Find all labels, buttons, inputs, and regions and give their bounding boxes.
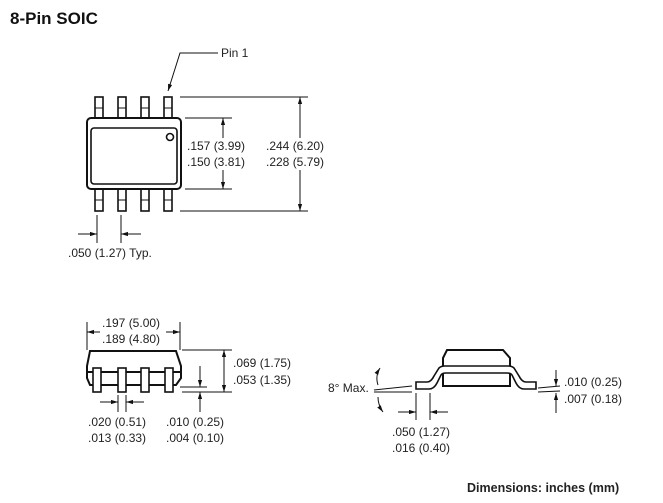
overall-width-min: .228 (5.79) bbox=[266, 155, 324, 169]
length-max: .197 (5.00) bbox=[102, 316, 160, 330]
lead-width-min: .013 (0.33) bbox=[88, 431, 146, 445]
dimensions-units-note: Dimensions: inches (mm) bbox=[467, 481, 619, 495]
pin1-marker bbox=[165, 132, 175, 142]
length-min: .189 (4.80) bbox=[102, 332, 160, 346]
lead-thickness-min: .007 (0.18) bbox=[564, 392, 622, 406]
body-width-min: .150 (3.81) bbox=[187, 155, 245, 169]
foot-length-min: .016 (0.40) bbox=[392, 441, 450, 455]
body-width-max: .157 (3.99) bbox=[187, 139, 245, 153]
standoff-max: .010 (0.25) bbox=[166, 415, 224, 429]
pin1-label: Pin 1 bbox=[221, 46, 249, 60]
lead-width-max: .020 (0.51) bbox=[88, 415, 146, 429]
lead-thickness-max: .010 (0.25) bbox=[564, 375, 622, 389]
side-view: .197 (5.00) .189 (4.80) .069 (1.75) .053… bbox=[86, 316, 291, 445]
pitch-dimension: .050 (1.27) Typ. bbox=[68, 246, 152, 260]
page-title: 8-Pin SOIC bbox=[10, 9, 98, 28]
height-min: .053 (1.35) bbox=[233, 373, 291, 387]
foot-length-max: .050 (1.27) bbox=[392, 425, 450, 439]
bottom-pins bbox=[94, 188, 173, 212]
standoff-min: .004 (0.10) bbox=[166, 431, 224, 445]
pin1-leader bbox=[167, 52, 218, 92]
height-max: .069 (1.75) bbox=[233, 356, 291, 370]
end-view: 8° Max. .050 (1.27) .016 (0.40) .010 (0.… bbox=[328, 349, 622, 455]
angle-dimension: 8° Max. bbox=[328, 381, 369, 395]
overall-width-max: .244 (6.20) bbox=[266, 139, 324, 153]
top-pins bbox=[94, 96, 173, 119]
package-body bbox=[86, 117, 182, 190]
top-view: Pin 1 .157 (3.99) .150 (3.81) .244 (6.20… bbox=[68, 46, 324, 260]
